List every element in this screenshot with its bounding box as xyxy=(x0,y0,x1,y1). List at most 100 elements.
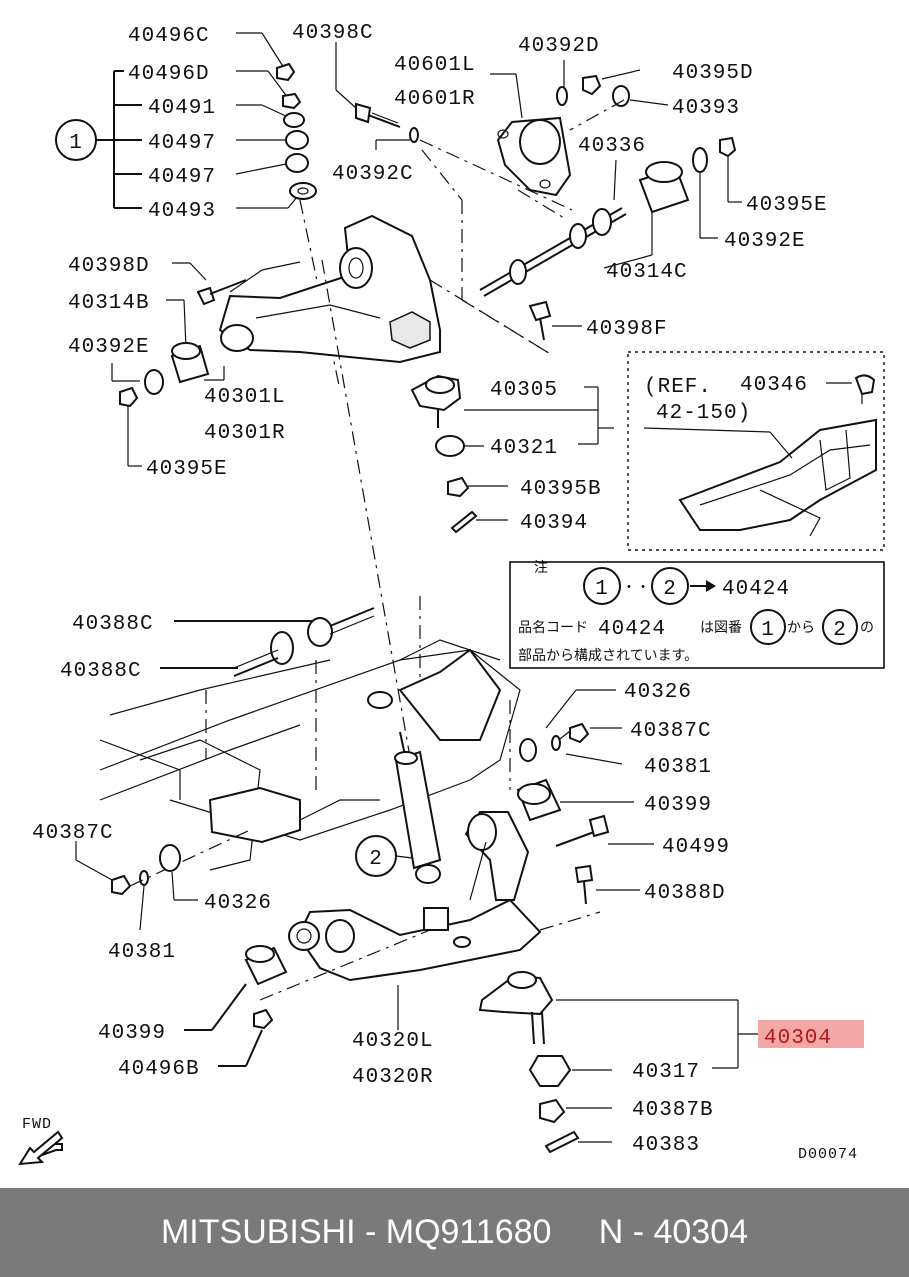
label-40387C-left: 40387C xyxy=(32,822,114,845)
reference-box: (REF. 42-150) xyxy=(627,351,885,551)
label-40491: 40491 xyxy=(148,97,216,120)
label-drawing-code: D00074 xyxy=(798,1146,858,1163)
label-40399-left: 40399 xyxy=(98,1022,166,1045)
frame-crossmember xyxy=(99,639,521,871)
note-box: 注 1 ・・・ 2 40424 品名コード 40424 は図番 1 から 2 の… xyxy=(509,560,885,669)
label-40320R: 40320R xyxy=(352,1066,434,1089)
ref-line1: (REF. xyxy=(644,376,712,399)
label-40496D: 40496D xyxy=(128,63,210,86)
bolt-40398C xyxy=(355,102,401,128)
label-40383: 40383 xyxy=(632,1134,700,1157)
ref-line2: 42-150) xyxy=(656,402,751,425)
footer-part-number: MITSUBISHI - MQ911680 N - 40304 xyxy=(160,1213,749,1251)
highlight-40304 xyxy=(758,1020,864,1048)
label-40499: 40499 xyxy=(662,836,730,859)
label-40601L: 40601L xyxy=(394,54,476,77)
group-1-bracket: 1 xyxy=(55,70,142,209)
svg-text:2: 2 xyxy=(369,848,383,871)
bushing-40314C xyxy=(638,161,690,214)
label-40392C: 40392C xyxy=(332,163,414,186)
svg-text:の: の xyxy=(860,620,874,636)
label-40398F: 40398F xyxy=(586,318,668,341)
label-40387B: 40387B xyxy=(632,1099,714,1122)
svg-text:2: 2 xyxy=(833,619,847,642)
lower-arm-40320 xyxy=(288,811,542,982)
label-40326-right: 40326 xyxy=(624,681,692,704)
bolt-40499 xyxy=(555,814,610,847)
label-40320L: 40320L xyxy=(352,1030,434,1053)
footer-bar: MITSUBISHI - MQ911680 N - 40304 xyxy=(0,1188,909,1277)
bracket-40601 xyxy=(496,116,572,197)
label-40392E-top: 40392E xyxy=(724,230,806,253)
label-40336: 40336 xyxy=(578,135,646,158)
svg-text:1: 1 xyxy=(761,619,775,642)
label-40497a: 40497 xyxy=(148,132,216,155)
label-40388C-b: 40388C xyxy=(60,660,142,683)
label-40496C: 40496C xyxy=(128,25,210,48)
bolt-40398D xyxy=(196,279,247,306)
label-40301R: 40301R xyxy=(204,422,286,445)
nut-40496D xyxy=(282,92,302,110)
label-40381-right: 40381 xyxy=(644,756,712,779)
washer-40491 xyxy=(283,112,305,128)
label-40493: 40493 xyxy=(148,200,216,223)
label-40394: 40394 xyxy=(520,512,588,535)
label-40496B: 40496B xyxy=(118,1058,200,1081)
label-40392D: 40392D xyxy=(518,35,600,58)
label-40398D: 40398D xyxy=(68,255,150,278)
label-40395D: 40395D xyxy=(672,62,754,85)
label-40305: 40305 xyxy=(490,379,558,402)
svg-text:FWD: FWD xyxy=(22,1116,52,1133)
bolt-40388D xyxy=(574,864,594,905)
lower-ball-joint-40304 xyxy=(478,971,554,1045)
label-40395E-left: 40395E xyxy=(146,458,228,481)
label-40392E-left: 40392E xyxy=(68,336,150,359)
svg-text:40424: 40424 xyxy=(722,578,790,601)
label-40317: 40317 xyxy=(632,1061,700,1084)
label-40321: 40321 xyxy=(490,437,558,460)
ball-joint-40305 xyxy=(410,374,462,428)
svg-text:2: 2 xyxy=(663,578,677,601)
label-40314B: 40314B xyxy=(68,292,150,315)
nut-40496C xyxy=(276,62,296,82)
bushing-40399-right xyxy=(516,778,562,822)
part-labels: 40496C 40398C 40392D 40601L 40601R 40395… xyxy=(32,22,864,1163)
callout-1-text: 1 xyxy=(69,132,83,155)
parts-diagram: 1 xyxy=(18,22,885,1166)
shock-absorber xyxy=(394,731,442,884)
bolt-40388C-upper xyxy=(307,607,375,647)
label-40497b: 40497 xyxy=(148,166,216,189)
bolt-40398F xyxy=(528,300,552,341)
label-40388C-a: 40388C xyxy=(72,613,154,636)
label-40393: 40393 xyxy=(672,97,740,120)
bolt-40388C-lower xyxy=(233,631,294,677)
label-40395E-top: 40395E xyxy=(746,194,828,217)
upper-arm-40301 xyxy=(218,214,441,364)
label-40314C: 40314C xyxy=(606,261,688,284)
label-40399-right: 40399 xyxy=(644,794,712,817)
svg-text:1: 1 xyxy=(595,578,609,601)
bushing-40497b xyxy=(285,153,309,173)
label-40387C-right: 40387C xyxy=(630,720,712,743)
svg-text:は図番: は図番 xyxy=(700,620,742,636)
bushing-40399-left xyxy=(244,945,288,986)
svg-text:から: から xyxy=(787,620,815,636)
fwd-arrow-icon: FWD xyxy=(18,1116,64,1166)
shaft-40336 xyxy=(479,207,627,297)
label-40346: 40346 xyxy=(740,374,808,397)
label-40326-left: 40326 xyxy=(204,892,272,915)
bushing-40497a xyxy=(285,130,309,150)
label-40388D: 40388D xyxy=(644,882,726,905)
note-title: 注 xyxy=(534,560,548,576)
label-40304: 40304 xyxy=(764,1027,832,1050)
label-40398C: 40398C xyxy=(292,22,374,45)
label-40395B: 40395B xyxy=(520,478,602,501)
label-40301L: 40301L xyxy=(204,386,286,409)
callout-circle-1 xyxy=(55,119,97,161)
washer-40493 xyxy=(289,182,317,200)
label-40381-left: 40381 xyxy=(108,941,176,964)
svg-text:部品から構成されています。: 部品から構成されています。 xyxy=(518,648,698,664)
bushing-40314B xyxy=(170,342,210,384)
svg-text:品名コード: 品名コード xyxy=(518,620,588,636)
label-40601R: 40601R xyxy=(394,88,476,111)
